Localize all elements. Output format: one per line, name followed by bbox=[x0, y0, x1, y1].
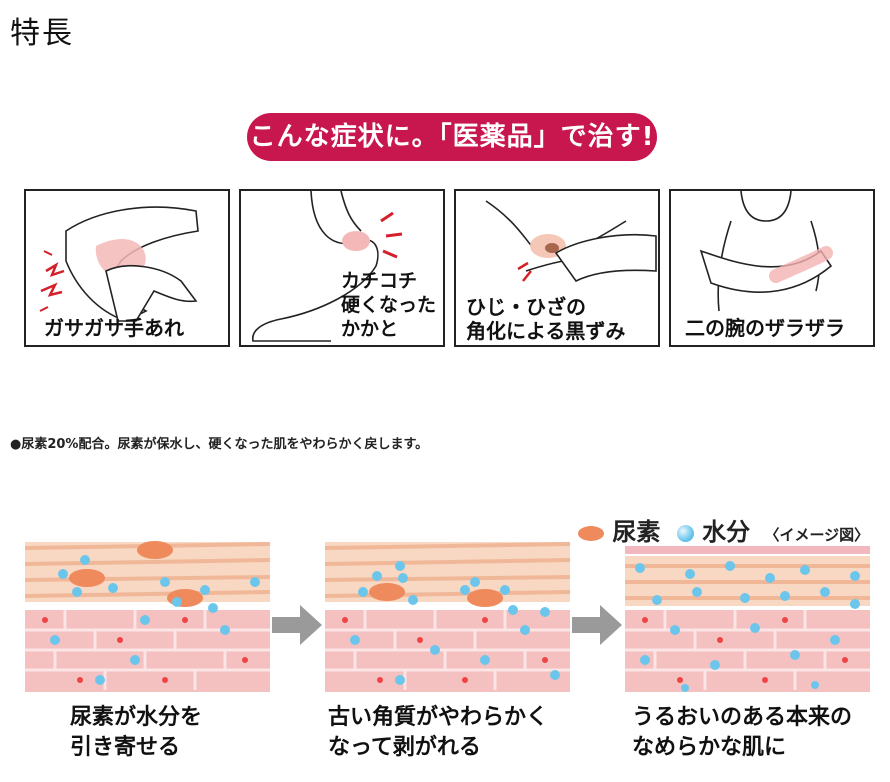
skin-layers-stage-1 bbox=[24, 541, 271, 692]
symptom-caption: カチコチ 硬くなった かかと bbox=[341, 270, 437, 340]
water-legend-label: 水分 bbox=[702, 518, 751, 546]
elbow-illustration bbox=[485, 200, 657, 283]
symptom-banner: こんな症状に。「医薬品」で治す! bbox=[247, 113, 657, 161]
page-title: 特長 bbox=[10, 16, 74, 51]
image-note: 〈イメージ図〉 bbox=[764, 526, 870, 544]
skin-diagram-2 bbox=[324, 530, 571, 699]
feature-note: ●尿素20%配合。尿素が保水し、硬くなった肌をやわらかく戻します。 bbox=[10, 437, 429, 452]
water-legend-icon bbox=[676, 524, 694, 542]
urea-legend-label: 尿素 bbox=[612, 518, 661, 546]
stage-caption-2: 古い角質がやわらかく なって剥がれる bbox=[328, 705, 549, 760]
symptom-caption: ひじ・ひざの 角化による黒ずみ bbox=[466, 295, 626, 343]
symptom-panel-arm: 二の腕のザラザラ bbox=[669, 189, 875, 347]
arrow-icon bbox=[272, 605, 322, 649]
skin-diagram-1 bbox=[24, 530, 271, 699]
symptom-caption: 二の腕のザラザラ bbox=[685, 316, 845, 340]
skin-diagram-3 bbox=[625, 530, 870, 699]
symptom-caption: ガサガサ手あれ bbox=[44, 316, 184, 340]
diagram-legend: 尿素 水分 〈イメージ図〉 bbox=[578, 512, 869, 547]
arrow-icon bbox=[572, 605, 622, 649]
rough-hands-illustration bbox=[39, 206, 199, 322]
heel-illustration bbox=[252, 191, 403, 342]
urea-legend-icon bbox=[578, 525, 604, 541]
stage-caption-1: 尿素が水分を 引き寄せる bbox=[70, 705, 203, 760]
skin-layers-stage-3 bbox=[625, 546, 870, 692]
upper-arm-illustration bbox=[699, 191, 833, 312]
symptom-panel-hands: ガサガサ手あれ bbox=[24, 189, 230, 347]
symptom-panel-elbow: ひじ・ひざの 角化による黒ずみ bbox=[454, 189, 660, 347]
symptom-panel-heel: カチコチ 硬くなった かかと bbox=[239, 189, 445, 347]
skin-layers-stage-2 bbox=[324, 542, 571, 692]
stage-caption-3: うるおいのある本来の なめらかな肌に bbox=[632, 705, 853, 760]
